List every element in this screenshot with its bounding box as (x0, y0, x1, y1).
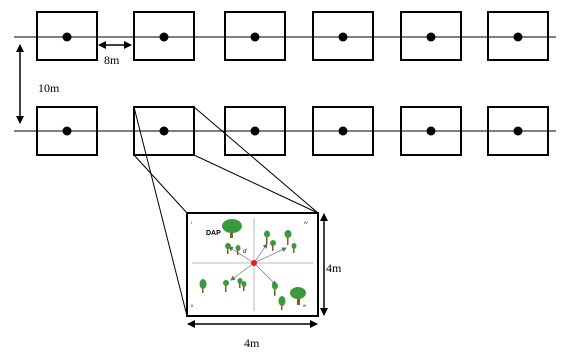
tree-icon (264, 230, 270, 244)
plot-square (487, 106, 549, 156)
tree-icon (278, 296, 286, 310)
plot-row-bottom (36, 106, 549, 156)
zoom-projection-lines (133, 106, 319, 317)
tree-icon (223, 280, 229, 292)
tree-icon (199, 279, 207, 293)
distance-label: d (243, 249, 247, 255)
plot-center-point (426, 126, 436, 136)
plot-square (36, 11, 98, 61)
plot-center-point (513, 32, 523, 42)
plot-square (487, 11, 549, 61)
plot-center-point (159, 126, 169, 136)
tree-icon (284, 230, 292, 245)
plot-center-point (250, 126, 260, 136)
plot-square (312, 106, 374, 156)
tree-icon (241, 281, 247, 291)
plot-square (400, 106, 462, 156)
plot-center-point (159, 32, 169, 42)
plot-center-point (62, 126, 72, 136)
plot-inset: I IV II III DAP d (186, 212, 319, 317)
inset-center-point (251, 260, 257, 266)
plot-row-top (36, 11, 549, 61)
tree-icon (237, 278, 243, 288)
inset-height-label: 4m (326, 261, 342, 275)
plot-square (224, 11, 286, 61)
plot-center-point (250, 32, 260, 42)
quadrant-label-3: III (303, 303, 306, 308)
plot-square (400, 11, 462, 61)
plot-square (36, 106, 98, 156)
dap-label: DAP (206, 230, 221, 237)
line-spacing-label: 10m (38, 81, 60, 95)
plot-center-point (513, 126, 523, 136)
plot-center-point (426, 32, 436, 42)
tree-icon (290, 287, 306, 305)
inset-width-label: 4m (244, 336, 260, 350)
tree-icon (222, 219, 242, 238)
plot-square (224, 106, 286, 156)
plot-square (133, 11, 195, 61)
plot-center-point (62, 32, 72, 42)
tree-icon (225, 243, 231, 254)
tree-icon (235, 245, 241, 255)
distance-lines (228, 243, 287, 286)
plot-square (312, 11, 374, 61)
plot-center-point (338, 32, 348, 42)
quadrant-label-2: II (191, 303, 193, 308)
plot-spacing-label: 8m (104, 53, 120, 67)
tree-icon (291, 243, 297, 253)
quadrant-label-1: I (191, 220, 192, 225)
plot-square-selected (133, 106, 195, 156)
plot-center-point (338, 126, 348, 136)
quadrant-label-4: IV (304, 220, 308, 225)
tree-icon (270, 240, 276, 251)
tree-icon (272, 282, 278, 296)
